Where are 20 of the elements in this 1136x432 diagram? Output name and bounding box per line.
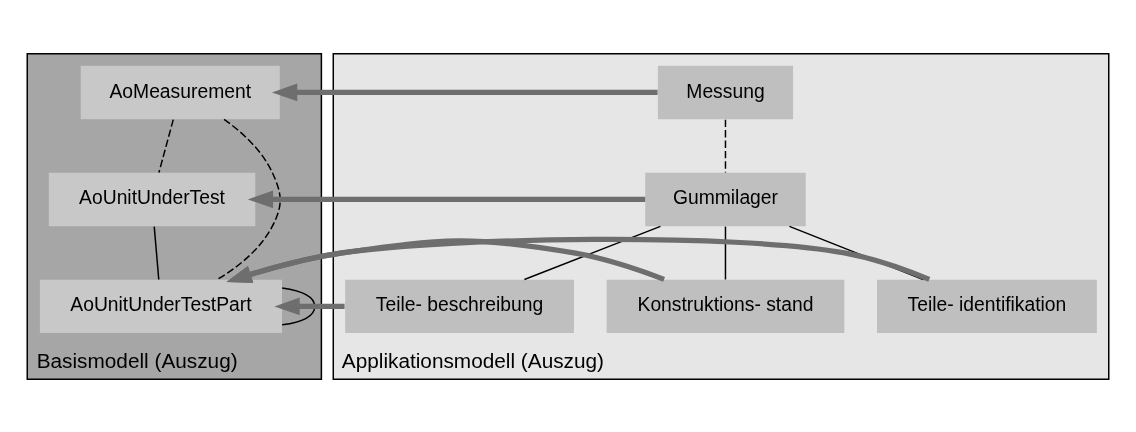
connector xyxy=(158,118,175,173)
connector xyxy=(216,118,281,280)
connector xyxy=(523,225,662,280)
arrow xyxy=(226,236,931,283)
connector xyxy=(724,225,727,280)
node-box: Konstruktions- stand xyxy=(606,279,845,333)
arrow xyxy=(271,83,658,101)
connector xyxy=(724,118,727,173)
arrow xyxy=(247,190,646,208)
node-box: AoMeasurement xyxy=(80,65,280,119)
arrow xyxy=(226,237,665,283)
node-box: Teile- beschreibung xyxy=(345,279,574,333)
arrow xyxy=(274,297,345,315)
node-box: Teile- identifikation xyxy=(877,279,1097,333)
node-box: AoUnitUnderTest xyxy=(48,172,256,226)
node-box: Gummilager xyxy=(645,172,806,226)
node-box: AoUnitUnderTestPart xyxy=(39,279,282,333)
node-box: Messung xyxy=(657,65,794,119)
connector xyxy=(281,286,316,326)
connector xyxy=(153,225,160,280)
